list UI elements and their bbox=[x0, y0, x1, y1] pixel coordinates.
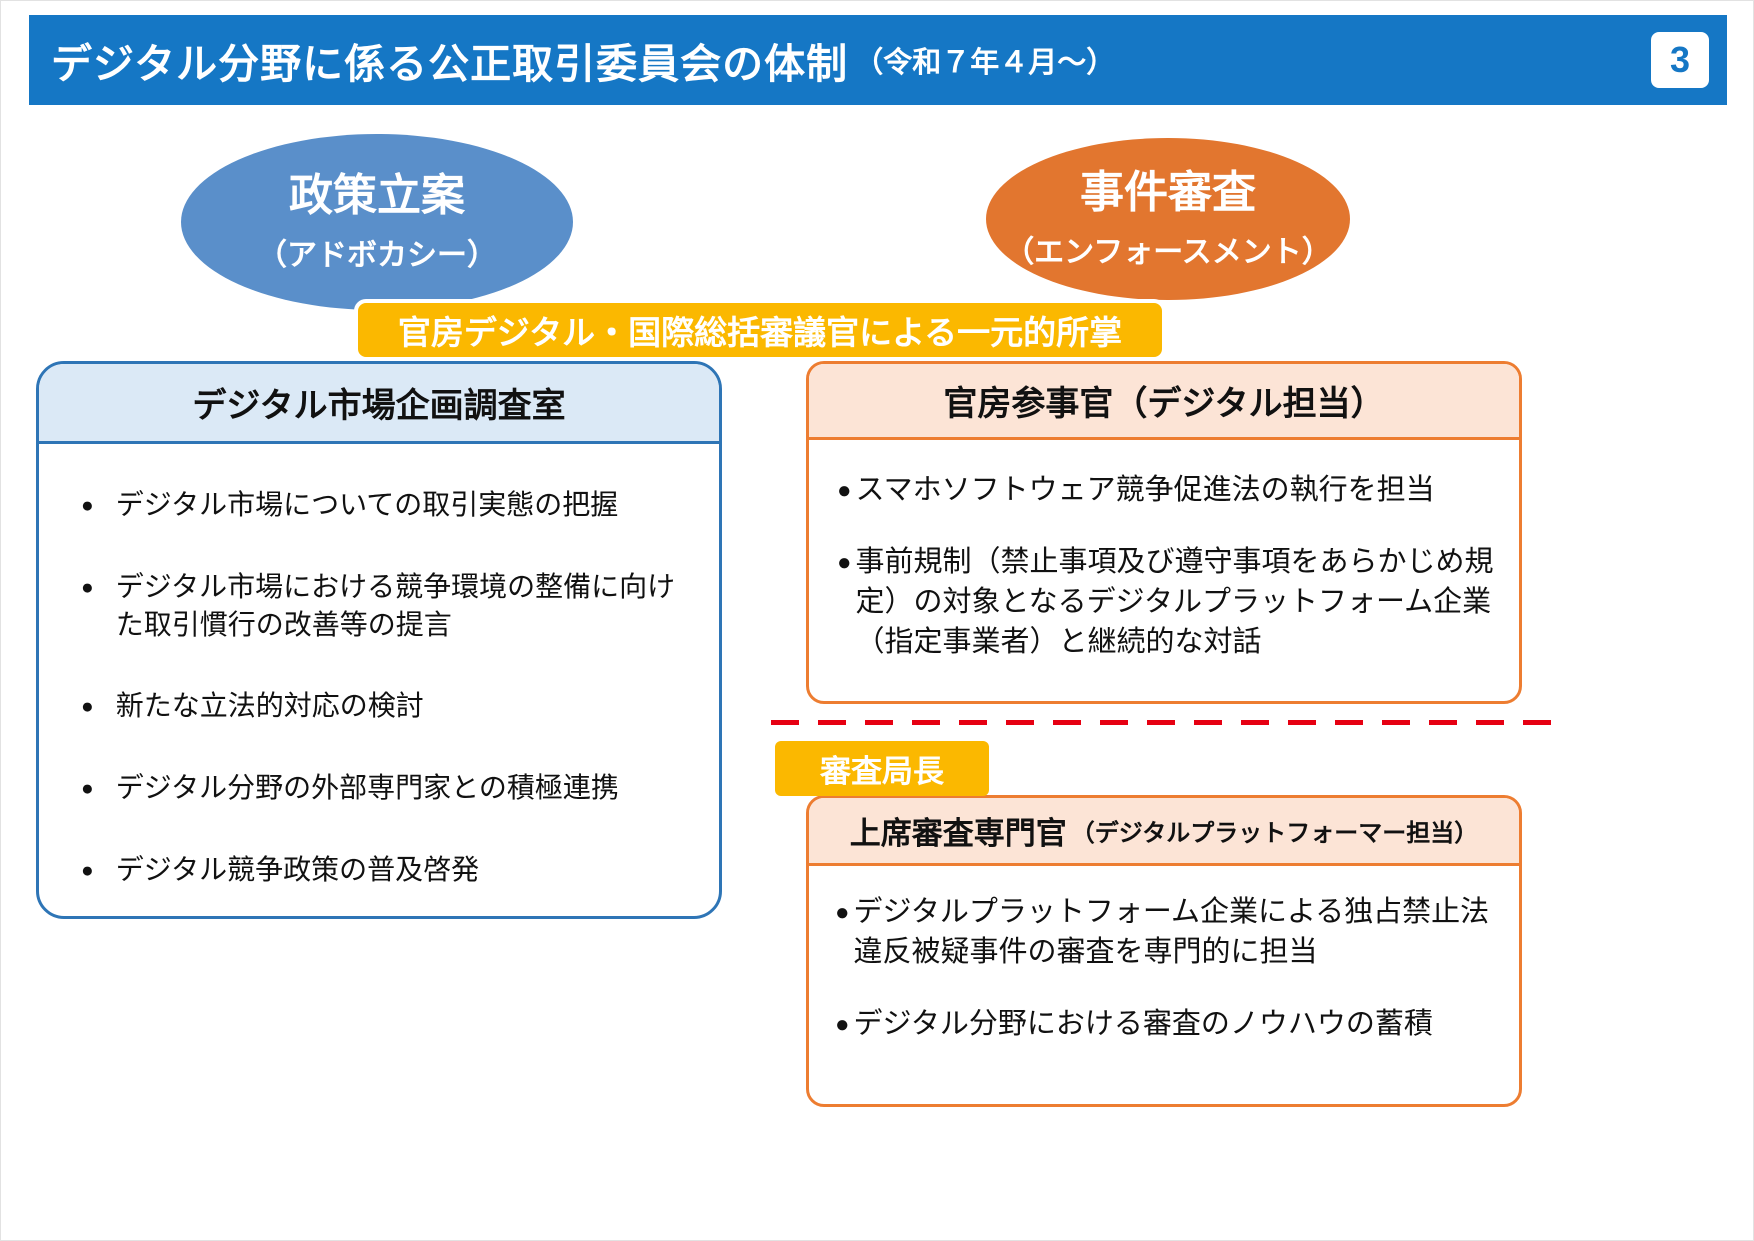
policy-ellipse-subtitle: （アドボカシー） bbox=[257, 239, 497, 273]
right-bottom-box-title-note: （デジタルプラットフォーマー担当） bbox=[1070, 820, 1479, 847]
bullet-text: デジタル市場における競争環境の整備に向けた取引慣行の改善等の提言 bbox=[115, 570, 676, 640]
right-bottom-box-title: 上席審査専門官 bbox=[849, 816, 1067, 851]
senior-investigator-box: 上席審査専門官 （デジタルプラットフォーマー担当） デジタルプラットフォーム企業… bbox=[806, 795, 1522, 1107]
policy-ellipse: 政策立案 （アドボカシー） bbox=[181, 134, 573, 310]
list-item: 事前規制（禁止事項及び遵守事項をあらかじめ規定）の対象となるデジタルプラットフォ… bbox=[837, 542, 1497, 662]
list-item: デジタル分野の外部専門家との積極連携 bbox=[81, 769, 691, 807]
left-box-bullet-list: デジタル市場についての取引実態の把握 デジタル市場における競争環境の整備に向けた… bbox=[81, 486, 691, 889]
list-item: スマホソフトウェア競争促進法の執行を担当 bbox=[837, 470, 1497, 510]
enforcement-ellipse-subtitle: （エンフォースメント） bbox=[1004, 236, 1332, 270]
unified-jurisdiction-banner: 官房デジタル・国際総括審議官による一元的所掌 bbox=[354, 299, 1166, 361]
left-box-title: デジタル市場企画調査室 bbox=[39, 364, 719, 444]
header-bar: デジタル分野に係る公正取引委員会の体制 （令和７年４月～） 3 bbox=[29, 15, 1727, 105]
policy-ellipse-title: 政策立案 bbox=[289, 170, 465, 220]
right-bottom-box-header: 上席審査専門官 （デジタルプラットフォーマー担当） bbox=[809, 798, 1519, 866]
bullet-text: スマホソフトウェア競争促進法の執行を担当 bbox=[855, 474, 1435, 506]
right-top-box-title: 官房参事官（デジタル担当） bbox=[809, 364, 1519, 440]
cabinet-counselor-box: 官房参事官（デジタル担当） スマホソフトウェア競争促進法の執行を担当 事前規制（… bbox=[806, 361, 1522, 704]
enforcement-ellipse-title: 事件審査 bbox=[1080, 167, 1256, 217]
page-number-badge: 3 bbox=[1651, 32, 1709, 88]
right-bottom-box-body: デジタルプラットフォーム企業による独占禁止法違反被疑事件の審査を専門的に担当 デ… bbox=[809, 866, 1519, 1044]
list-item: 新たな立法的対応の検討 bbox=[81, 687, 691, 725]
investigation-bureau-chief-label: 審査局長 bbox=[775, 741, 989, 796]
list-item: デジタル市場についての取引実態の把握 bbox=[81, 486, 691, 524]
bullet-text: 新たな立法的対応の検討 bbox=[115, 690, 424, 722]
list-item: デジタル市場における競争環境の整備に向けた取引慣行の改善等の提言 bbox=[81, 568, 691, 644]
enforcement-ellipse: 事件審査 （エンフォースメント） bbox=[986, 138, 1350, 300]
list-item: デジタル競争政策の普及啓発 bbox=[81, 851, 691, 889]
bullet-text: デジタル競争政策の普及啓発 bbox=[115, 853, 480, 885]
bullet-text: デジタル市場についての取引実態の把握 bbox=[115, 489, 619, 520]
left-box-body: デジタル市場についての取引実態の把握 デジタル市場における競争環境の整備に向けた… bbox=[39, 444, 719, 889]
bullet-text: デジタル分野の外部専門家との積極連携 bbox=[115, 772, 619, 804]
page-title: デジタル分野に係る公正取引委員会の体制 bbox=[51, 41, 849, 87]
bullet-text: デジタルプラットフォーム企業による独占禁止法違反被疑事件の審査を専門的に担当 bbox=[853, 896, 1490, 969]
list-item: デジタル分野における審査のノウハウの蓄積 bbox=[835, 1004, 1499, 1044]
right-top-box-body: スマホソフトウェア競争促進法の執行を担当 事前規制（禁止事項及び遵守事項をあらか… bbox=[809, 440, 1519, 662]
right-bottom-bullet-list: デジタルプラットフォーム企業による独占禁止法違反被疑事件の審査を専門的に担当 デ… bbox=[835, 892, 1499, 1044]
digital-market-planning-office-box: デジタル市場企画調査室 デジタル市場についての取引実態の把握 デジタル市場におけ… bbox=[36, 361, 722, 919]
list-item: デジタルプラットフォーム企業による独占禁止法違反被疑事件の審査を専門的に担当 bbox=[835, 892, 1499, 972]
bullet-text: 事前規制（禁止事項及び遵守事項をあらかじめ規定）の対象となるデジタルプラットフォ… bbox=[855, 546, 1494, 659]
right-top-bullet-list: スマホソフトウェア競争促進法の執行を担当 事前規制（禁止事項及び遵守事項をあらか… bbox=[837, 470, 1497, 662]
red-dashed-divider bbox=[771, 720, 1551, 725]
header-date-note: （令和７年４月～） bbox=[854, 47, 1116, 79]
bullet-text: デジタル分野における審査のノウハウの蓄積 bbox=[853, 1008, 1433, 1041]
